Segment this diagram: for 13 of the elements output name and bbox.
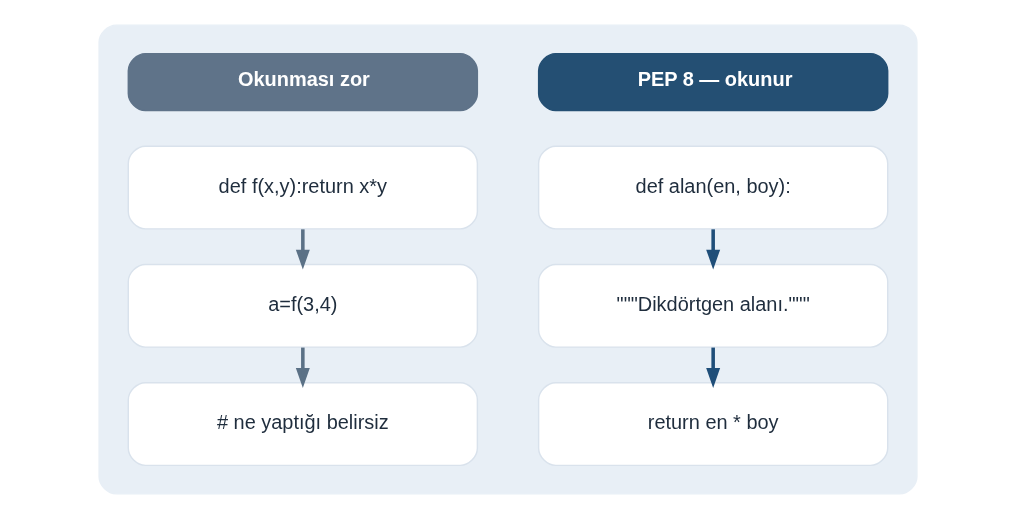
node-box: def alan(en, boy): (537, 145, 888, 230)
node-box: def f(x,y):return x*y (127, 145, 478, 230)
node-box: Okunması zor (127, 52, 478, 112)
arrow (705, 347, 720, 388)
arrow (295, 347, 310, 388)
node-box: PEP 8 — okunur (537, 52, 888, 112)
node-box: """Dikdörtgen alanı.""" (537, 263, 888, 348)
arrow (295, 229, 310, 270)
node-box: a=f(3,4) (127, 263, 478, 348)
node-box: # ne yaptığı belirsiz (127, 382, 478, 467)
node-box: return en * boy (537, 382, 888, 467)
arrow (705, 229, 720, 270)
cluster (97, 24, 918, 495)
